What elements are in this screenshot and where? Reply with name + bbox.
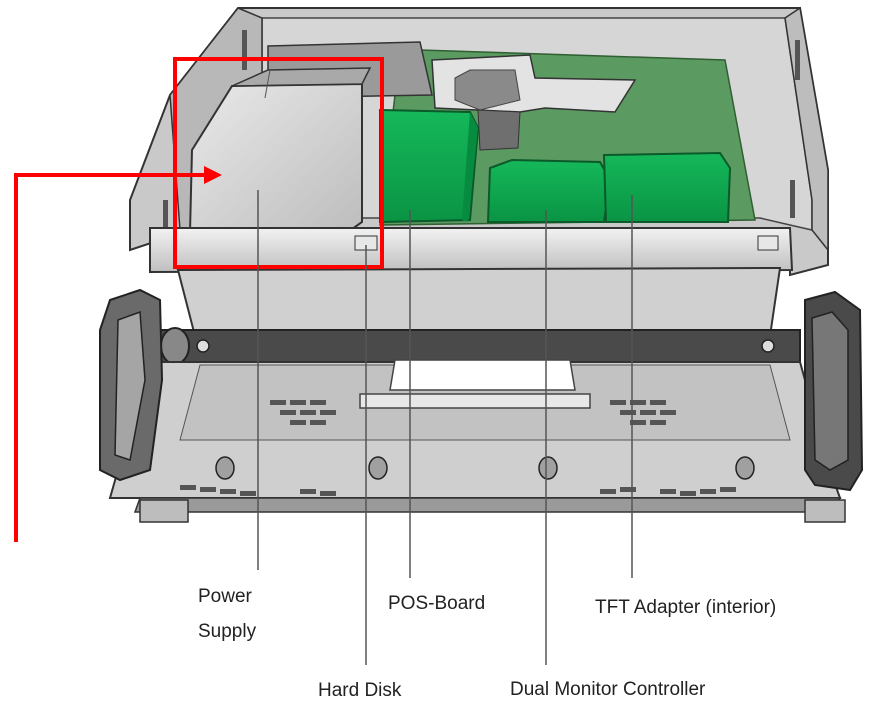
tft-adapter-label: TFT Adapter (interior) bbox=[595, 597, 777, 618]
pos-board-card bbox=[379, 108, 480, 224]
leader-lines bbox=[257, 190, 633, 665]
dual-monitor-controller-label: Dual Monitor Controller bbox=[510, 679, 706, 700]
highlight-overlay bbox=[14, 57, 384, 542]
pos-board-label: POS-Board bbox=[388, 593, 486, 614]
highlight-box bbox=[173, 57, 384, 269]
tft-adapter-card bbox=[602, 151, 732, 223]
dual-monitor-controller-card bbox=[486, 158, 612, 223]
highlight-pointer-line bbox=[14, 173, 205, 542]
right-hinge bbox=[804, 290, 864, 492]
hard-disk-label: Hard Disk bbox=[318, 680, 402, 701]
power-supply-label-line1: Power bbox=[198, 586, 252, 607]
left-hinge bbox=[99, 288, 164, 482]
highlight-arrow-head bbox=[204, 166, 222, 184]
front-rail bbox=[149, 227, 801, 365]
power-supply-label-line2: Supply bbox=[198, 621, 257, 642]
stand-base bbox=[108, 359, 846, 523]
